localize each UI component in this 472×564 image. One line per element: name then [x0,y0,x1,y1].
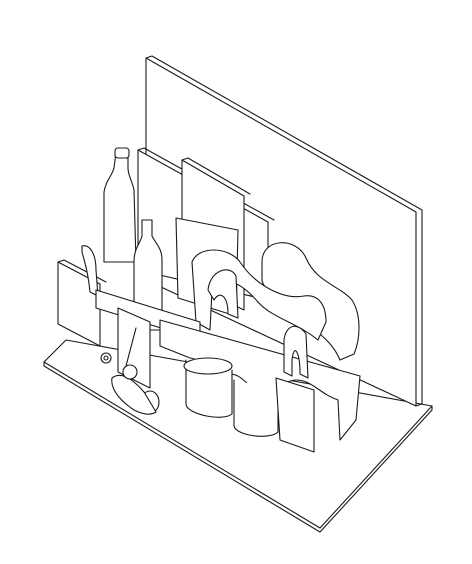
roller-stick [125,327,137,367]
back-wall-thickness [145,55,423,407]
cup-left-rim [183,357,233,375]
front-right-card [275,377,315,453]
bottle [103,151,137,263]
bottle-cap [114,147,130,159]
round-arch [207,269,239,319]
violin-neck [81,245,99,297]
small-screw-center [103,355,109,361]
cup-left [185,359,233,418]
jug-handle [283,325,309,379]
base-platform-edge [43,361,433,533]
roller-knob [122,364,138,380]
cup-right [233,379,279,437]
tall-card-edge [181,157,251,195]
